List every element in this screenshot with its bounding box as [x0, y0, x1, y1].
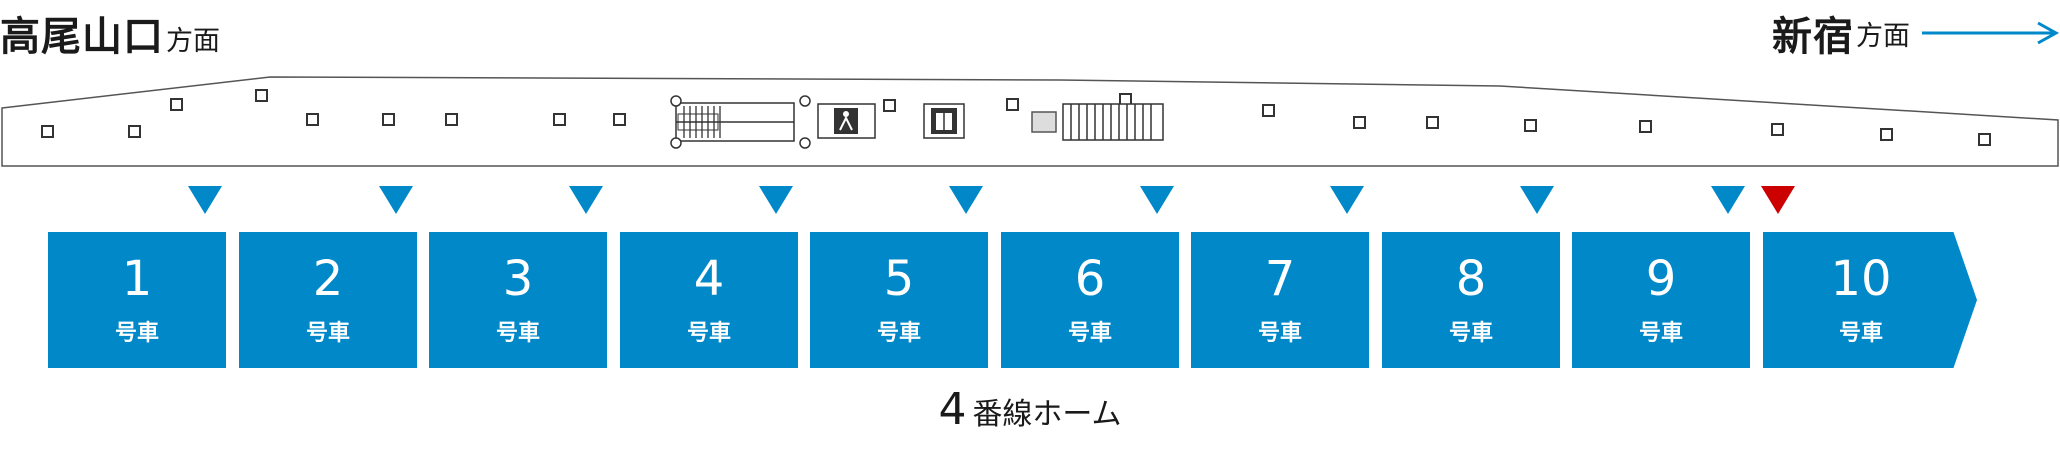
car-label: 号車 [305, 321, 350, 346]
pillar [170, 98, 183, 111]
highlight-marker-icon [1761, 186, 1795, 214]
direction-left-suffix: 方面 [166, 26, 220, 57]
car-label: 号車 [686, 321, 731, 346]
door-marker-icon [759, 186, 793, 214]
pillar [1006, 98, 1019, 111]
platform-map [1, 76, 2059, 214]
pillar [1978, 133, 1991, 146]
direction-right-suffix: 方面 [1856, 20, 1910, 52]
car-10: 10 号車 [1763, 232, 1977, 368]
platform-number: 4 [938, 384, 967, 435]
car-number: 1 [121, 251, 153, 307]
pillar [306, 113, 319, 126]
car-label: 号車 [114, 321, 159, 346]
pillar [1771, 123, 1784, 136]
car-number: 4 [693, 251, 725, 307]
car-markers [188, 186, 1795, 214]
car-label: 号車 [876, 321, 921, 346]
platform-text: 番線ホーム [972, 397, 1122, 432]
door-marker-icon [1711, 186, 1745, 214]
car-number: 9 [1645, 251, 1677, 307]
pillar [613, 113, 626, 126]
car-label: 号車 [1638, 321, 1683, 346]
car-number: 2 [312, 251, 344, 307]
platform-outline [1, 76, 2059, 167]
car-label: 号車 [495, 321, 540, 346]
pillar [553, 113, 566, 126]
door-marker-icon [1330, 186, 1364, 214]
pillar [41, 125, 54, 138]
car-2: 2 号車 [239, 232, 417, 368]
direction-takaosanguchi: 高尾山口 方面 [0, 4, 220, 62]
direction-left-name: 高尾山口 [0, 14, 164, 60]
pillar [1524, 119, 1537, 132]
direction-right-name: 新宿 [1772, 14, 1854, 60]
door-marker-icon [949, 186, 983, 214]
door-marker-icon [1520, 186, 1554, 214]
pillar [1426, 116, 1439, 129]
pillar [1353, 116, 1366, 129]
car-number: 5 [883, 251, 915, 307]
car-6: 6 号車 [1001, 232, 1179, 368]
stairs-icon [1062, 103, 1164, 141]
pillar [883, 99, 896, 112]
pillar [1639, 120, 1652, 133]
car-label: 号車 [1257, 321, 1302, 346]
car-4: 4 号車 [620, 232, 798, 368]
car-label: 号車 [1067, 321, 1112, 346]
car-3: 3 号車 [429, 232, 607, 368]
escalator-icon [670, 95, 811, 149]
car-1: 1 号車 [48, 232, 226, 368]
car-number: 10 [1830, 251, 1892, 307]
door-marker-icon [1140, 186, 1174, 214]
car-number: 8 [1455, 251, 1487, 307]
pillar [382, 113, 395, 126]
pillar [1262, 104, 1275, 117]
car-label: 号車 [1838, 321, 1883, 346]
pillar [445, 113, 458, 126]
car-5: 5 号車 [810, 232, 988, 368]
arrow-right-icon [1922, 21, 2060, 45]
car-number: 6 [1074, 251, 1106, 307]
door-marker-icon [188, 186, 222, 214]
car-number: 3 [502, 251, 534, 307]
pillar [255, 89, 268, 102]
pillar [1880, 128, 1893, 141]
car-label: 号車 [1448, 321, 1493, 346]
pillar [128, 125, 141, 138]
car-8: 8 号車 [1382, 232, 1560, 368]
car-7: 7 号車 [1191, 232, 1369, 368]
car-number: 7 [1264, 251, 1296, 307]
car-9: 9 号車 [1572, 232, 1750, 368]
vending-machine-icon [1031, 111, 1057, 133]
door-marker-icon [379, 186, 413, 214]
pillars [41, 89, 1991, 146]
door-marker-icon [569, 186, 603, 214]
accessible-toilet-icon [817, 103, 876, 139]
elevator-icon [923, 103, 965, 139]
direction-shinjuku: 新宿 方面 [1772, 4, 2060, 62]
